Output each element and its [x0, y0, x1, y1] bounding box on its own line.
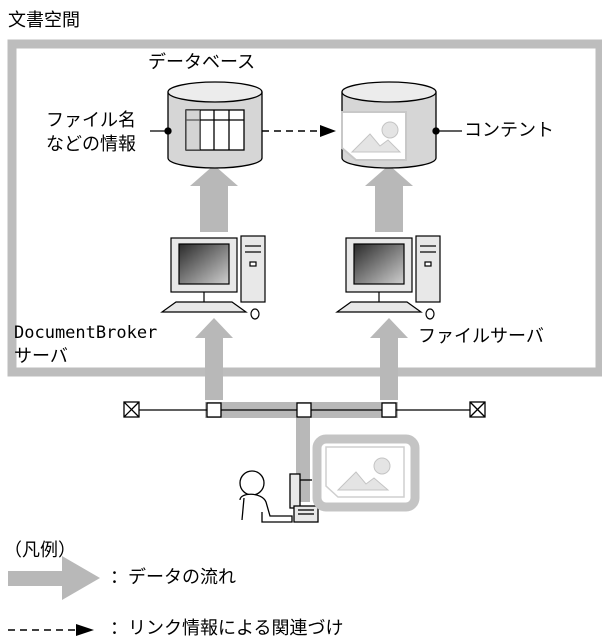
- legend-flow-arrow: [8, 556, 100, 600]
- legend-link-arrow: [8, 624, 94, 636]
- content-image-icon: [341, 111, 407, 161]
- data-flow-arrows: [8, 165, 413, 600]
- database-cylinder: [164, 81, 263, 169]
- client-user: [239, 470, 319, 523]
- node-server: [206, 402, 222, 418]
- document-space-title: 文書空間: [8, 10, 80, 31]
- node-client: [296, 402, 312, 418]
- legend-title: （凡例）: [4, 540, 76, 561]
- link-arrow: [262, 125, 336, 137]
- file-info-label-line2: などの情報: [46, 134, 136, 155]
- arrow-to-content: [365, 165, 413, 232]
- fileserver-label: ファイルサーバ: [418, 326, 544, 347]
- node-fileserver: [381, 402, 397, 418]
- client-image: [312, 434, 420, 512]
- server-label-line1: DocumentBroker: [14, 323, 158, 343]
- database-label: データベース: [148, 52, 256, 73]
- content-label: コンテント: [464, 120, 554, 141]
- legend-data-flow-label: ：データの流れ: [110, 567, 236, 588]
- file-info-label-line1: ファイル名: [46, 110, 136, 131]
- document-space-frame: [7, 39, 602, 377]
- network: [123, 401, 486, 418]
- arrow-to-server: [195, 318, 233, 400]
- documentbroker-server-computer: [160, 235, 266, 320]
- arrow-to-database: [190, 165, 238, 232]
- server-label-line2: サーバ: [14, 346, 68, 367]
- arrow-to-fileserver: [370, 318, 408, 400]
- file-server-computer: [335, 235, 441, 320]
- legend-link-label: ：リンク情報による関連づけ: [110, 618, 344, 639]
